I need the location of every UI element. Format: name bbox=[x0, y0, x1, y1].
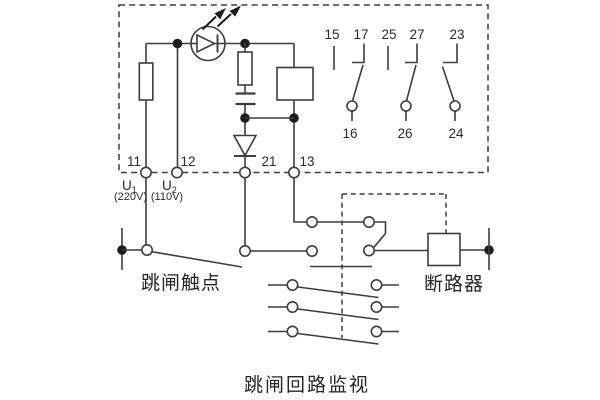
trip-contact-circle bbox=[141, 244, 154, 257]
mechanical-linkage bbox=[310, 193, 447, 338]
contact-24-circle bbox=[449, 100, 461, 112]
contact-24-label: 24 bbox=[448, 126, 464, 141]
connector-circle bbox=[305, 245, 318, 258]
connector-circle bbox=[362, 216, 375, 229]
breaker-aux-changeover-contact bbox=[362, 221, 387, 257]
circuit-breaker-coil bbox=[427, 232, 461, 267]
junction-dot bbox=[172, 38, 183, 49]
capacitor bbox=[235, 92, 256, 106]
contact-16-label: 16 bbox=[342, 126, 357, 141]
trip-contact-switch bbox=[141, 244, 243, 268]
terminal-13 bbox=[287, 166, 300, 179]
u1-label: U1 bbox=[122, 178, 137, 195]
circuit-breaker-label: 断路器 bbox=[424, 273, 484, 295]
diode bbox=[232, 134, 258, 158]
u1-voltage-label: (220V) bbox=[114, 191, 147, 203]
relay-internal-circuit bbox=[138, 5, 314, 168]
contact-17-pin bbox=[352, 43, 365, 64]
contact-16-circle bbox=[346, 100, 358, 112]
terminal-13-label: 13 bbox=[299, 154, 314, 169]
u2-voltage-label: (110V) bbox=[151, 191, 183, 203]
contact-15-label: 15 bbox=[324, 27, 339, 42]
pole-blade bbox=[297, 286, 379, 299]
terminal-11-label: 11 bbox=[127, 154, 141, 169]
contact-26-circle bbox=[400, 100, 412, 112]
contact-17-label: 17 bbox=[353, 27, 368, 42]
led-anode-triangle bbox=[196, 33, 217, 54]
pole-blade bbox=[297, 332, 379, 345]
pole-blade bbox=[297, 308, 379, 321]
contact-27-pin bbox=[405, 43, 418, 64]
led-emission-arrows-icon bbox=[201, 5, 241, 31]
breaker-pole-2 bbox=[268, 300, 399, 321]
contact-16-blade bbox=[351, 64, 364, 102]
terminal-12-label: 12 bbox=[180, 154, 195, 169]
resistor-r2 bbox=[237, 51, 253, 86]
relay-coil bbox=[276, 66, 314, 101]
aux-contact-bend bbox=[374, 221, 387, 234]
relay-dashed-enclosure bbox=[118, 4, 489, 174]
relay-terminals: 11 12 21 13 bbox=[127, 154, 315, 179]
breaker-pole-3 bbox=[268, 325, 399, 345]
relay-output-contacts: 15 17 16 25 27 26 23 24 bbox=[324, 27, 464, 141]
contact-25-label: 25 bbox=[381, 27, 396, 42]
terminal-12 bbox=[171, 166, 184, 179]
breaker-pole-1 bbox=[268, 278, 399, 299]
contact-23-label: 23 bbox=[449, 27, 464, 42]
terminal-11 bbox=[140, 166, 153, 179]
terminal-21-label: 21 bbox=[261, 154, 276, 169]
wire-terminal13-down bbox=[293, 177, 307, 223]
contact-24-blade bbox=[441, 66, 455, 102]
trip-contact-label: 跳闸触点 bbox=[141, 272, 221, 294]
breaker-main-contacts bbox=[268, 278, 399, 345]
resistor-r1 bbox=[138, 62, 154, 101]
contact-26-blade bbox=[405, 64, 417, 102]
diagram-title: 跳闸回路监视 bbox=[244, 374, 370, 396]
diode-triangle bbox=[232, 134, 258, 158]
voltage-annotations: U1 (220V) U2 (110V) bbox=[114, 178, 183, 203]
led-circle bbox=[190, 25, 226, 62]
aux-contact-blade bbox=[373, 232, 387, 248]
contact-27-label: 27 bbox=[409, 27, 424, 42]
led-indicator bbox=[190, 5, 241, 62]
terminal-21 bbox=[239, 166, 252, 179]
connector-circle bbox=[305, 216, 318, 229]
external-circuit: 跳闸触点 断路器 bbox=[117, 177, 494, 345]
contact-26-label: 26 bbox=[397, 126, 412, 141]
connector-circle bbox=[362, 244, 375, 257]
trip-contact-blade bbox=[152, 251, 243, 268]
u2-label: U2 bbox=[162, 178, 177, 195]
contact-23-pin bbox=[443, 43, 458, 64]
connector-circle bbox=[239, 245, 252, 258]
